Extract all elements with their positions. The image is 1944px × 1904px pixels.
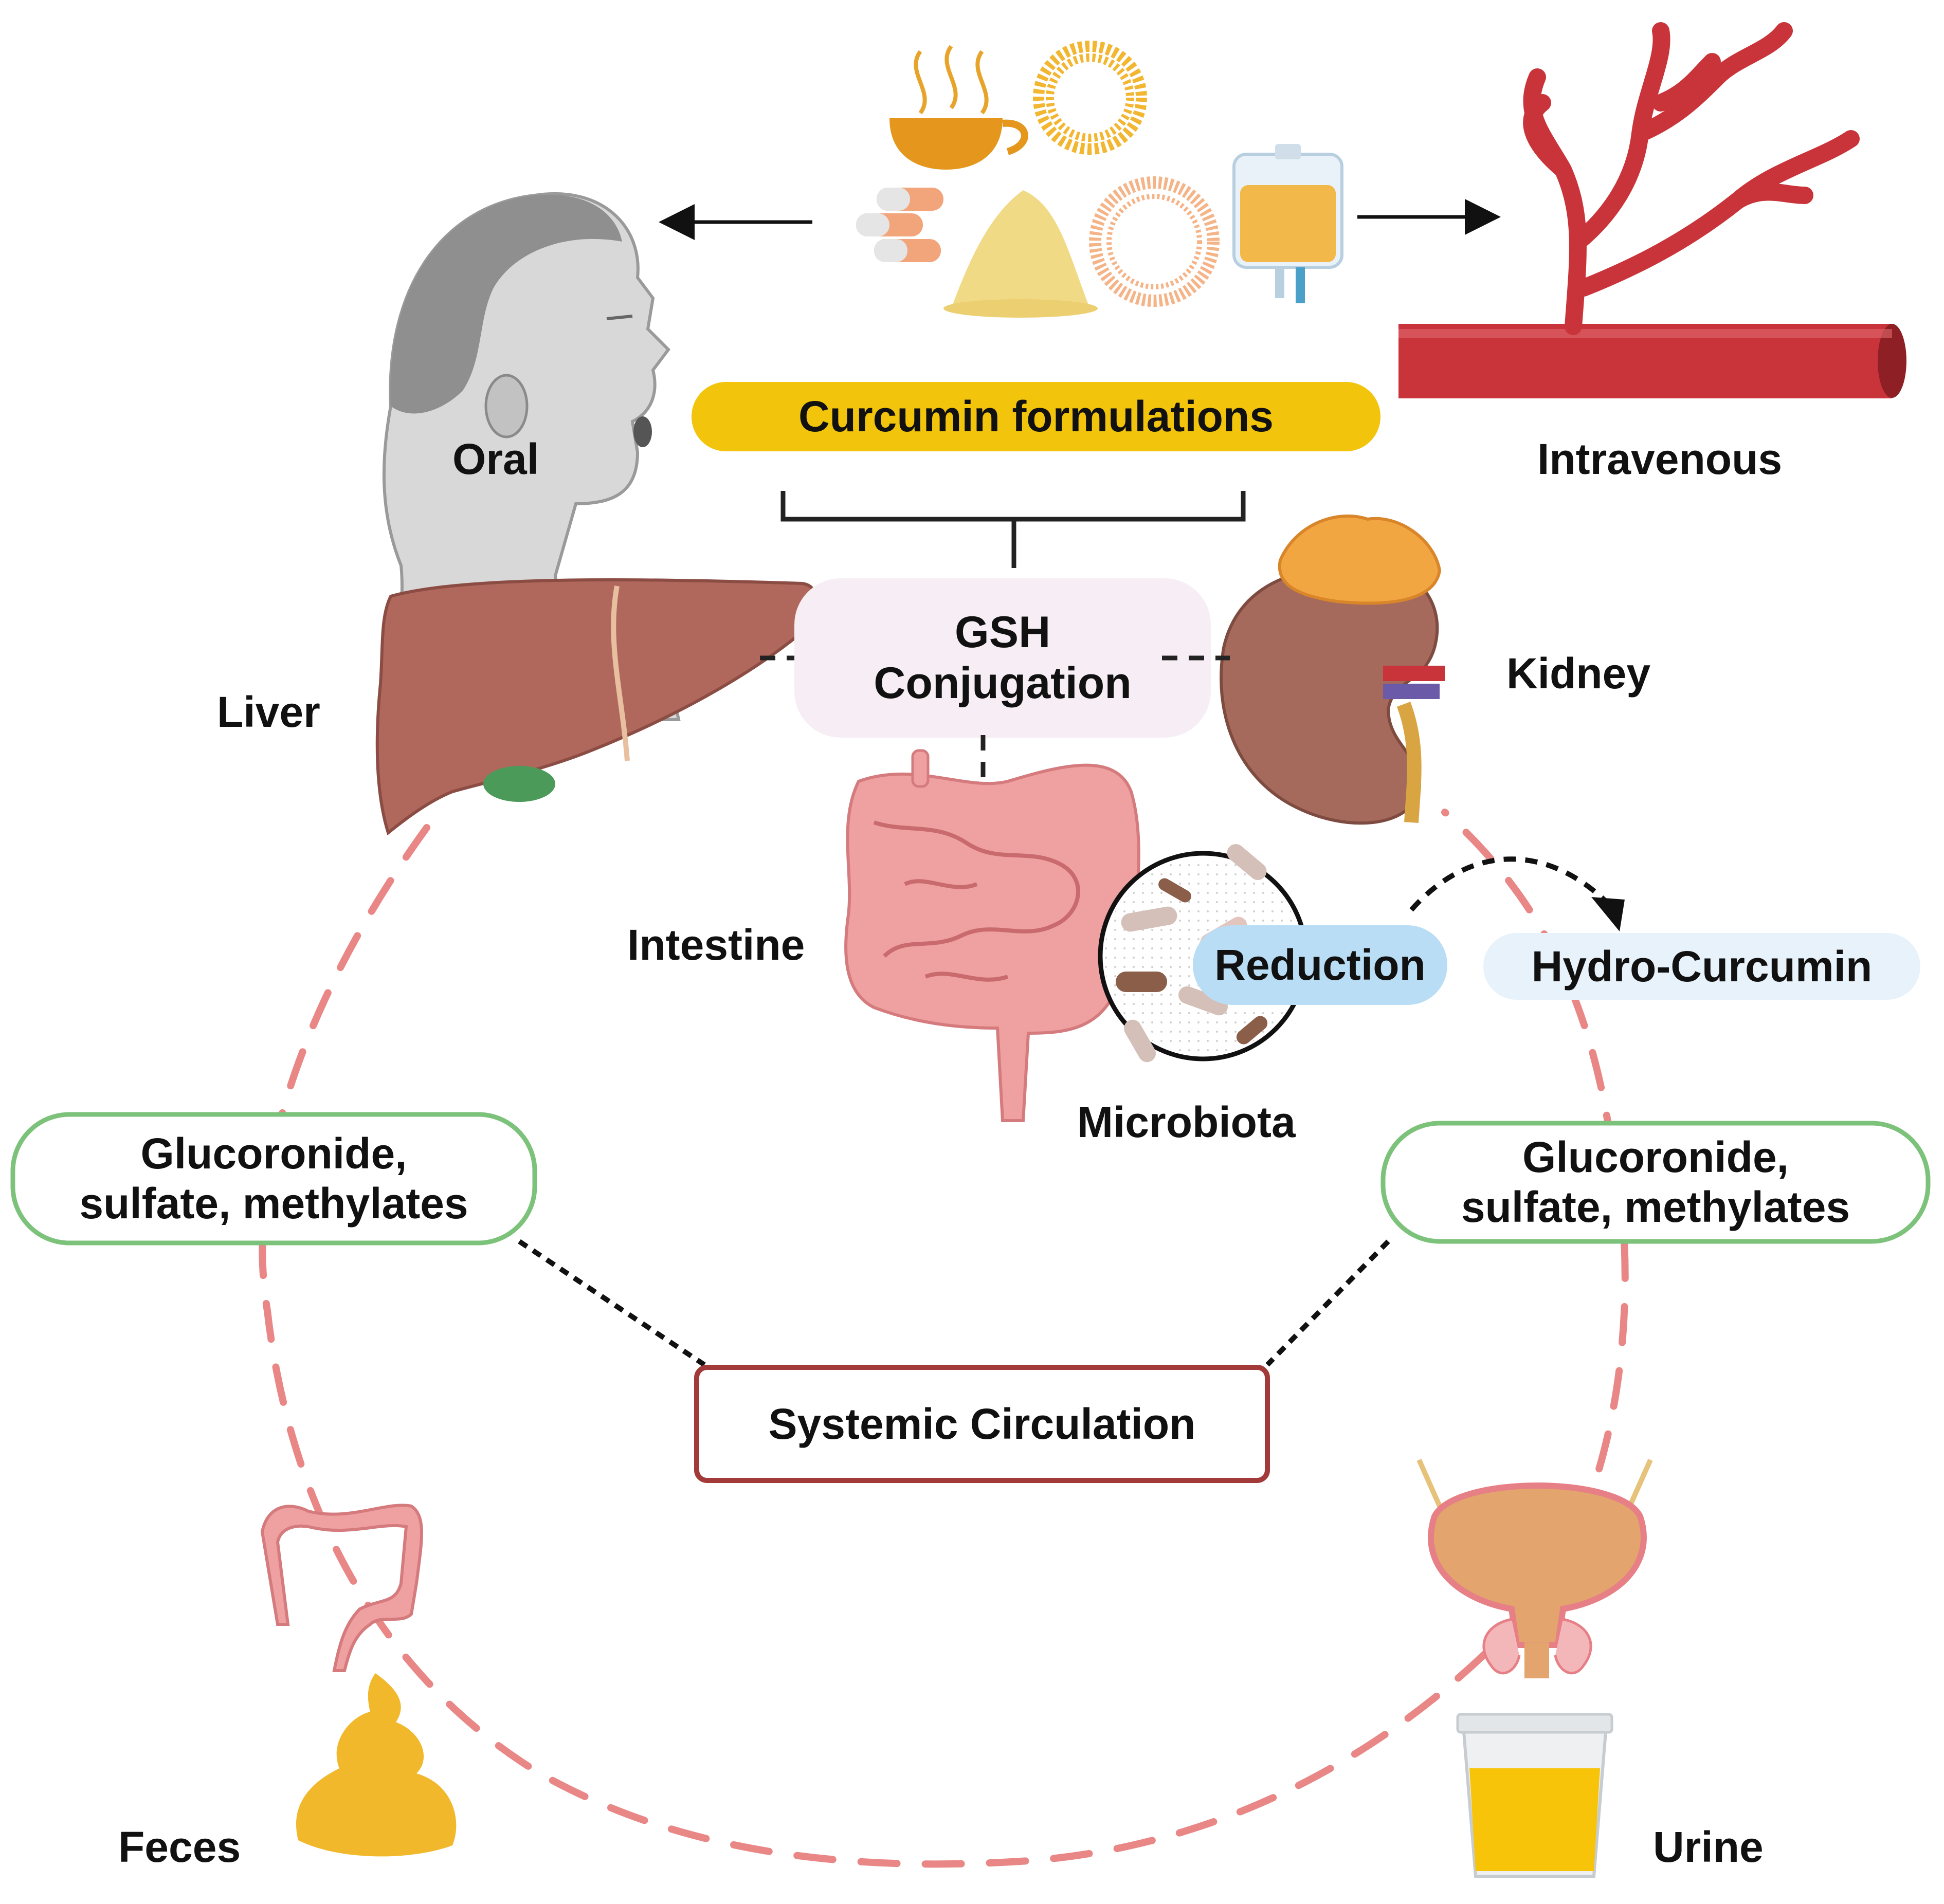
left-metabolites-label: Glucoronide, sulfate, methylates bbox=[13, 1114, 535, 1243]
microbiota-label: Microbiota bbox=[1077, 1098, 1296, 1146]
capsules-icon bbox=[856, 188, 943, 262]
blood-vessel-icon bbox=[1398, 22, 1906, 398]
kidney-icon bbox=[1220, 514, 1445, 825]
kidney-label: Kidney bbox=[1506, 649, 1651, 698]
right-metabolites-line-2: sulfate, methylates bbox=[1461, 1183, 1850, 1231]
liver-label: Liver bbox=[217, 688, 320, 736]
left-metabolites-box bbox=[10, 1112, 537, 1246]
gsh-conjugation-box bbox=[794, 578, 1211, 738]
gsh-conjugation-label: GSH Conjugation bbox=[794, 578, 1211, 738]
systemic-circulation-label: Systemic Circulation bbox=[697, 1367, 1267, 1480]
right-metabolites-box bbox=[1380, 1121, 1931, 1244]
reduction-pill bbox=[1193, 925, 1447, 1005]
vesicle-icon bbox=[1089, 176, 1220, 307]
hydro-curcumin-label: Hydro-Curcumin bbox=[1483, 933, 1920, 1000]
gsh-connectors bbox=[760, 655, 1230, 792]
liver-icon bbox=[375, 578, 817, 836]
feces-label: Feces bbox=[118, 1823, 241, 1871]
left-metabolites-line-1: Glucoronide, bbox=[140, 1129, 407, 1178]
iv-bag-icon bbox=[1232, 144, 1343, 303]
intravenous-label: Intravenous bbox=[1537, 435, 1783, 483]
bladder-icon bbox=[1416, 1458, 1653, 1678]
liposome-icon bbox=[1033, 41, 1147, 155]
cup-icon bbox=[889, 45, 1028, 170]
powder-icon bbox=[943, 190, 1098, 318]
urine-label: Urine bbox=[1653, 1823, 1764, 1871]
systemic-circulation-text: Systemic Circulation bbox=[768, 1399, 1196, 1448]
gsh-line-1: GSH bbox=[954, 608, 1051, 657]
reduction-arrowhead bbox=[1591, 897, 1625, 931]
colon-icon bbox=[260, 1504, 423, 1672]
curcumin-formulations-label: Curcumin formulations bbox=[692, 382, 1380, 451]
systemic-circulation-box bbox=[694, 1365, 1270, 1483]
right-metabolites-label: Glucoronide, sulfate, methylates bbox=[1383, 1123, 1928, 1241]
curcumin-formulations-pill bbox=[692, 382, 1380, 451]
oral-label: Oral bbox=[452, 435, 539, 483]
intestine-icon bbox=[844, 749, 1140, 1122]
curcumin-formulations-text: Curcumin formulations bbox=[798, 392, 1274, 441]
circulation-connectors bbox=[518, 1239, 1390, 1367]
reduction-text: Reduction bbox=[1214, 941, 1426, 990]
right-metabolites-line-1: Glucoronide, bbox=[1522, 1133, 1789, 1182]
feces-icon bbox=[296, 1673, 457, 1857]
formulation-bracket bbox=[780, 491, 1246, 568]
intestine-label: Intestine bbox=[627, 921, 805, 969]
urine-cup-icon bbox=[1456, 1713, 1613, 1878]
reduction-label: Reduction bbox=[1193, 925, 1447, 1005]
left-metabolites-line-2: sulfate, methylates bbox=[79, 1179, 468, 1228]
reduction-arrow bbox=[1409, 856, 1611, 912]
hydro-curcumin-text: Hydro-Curcumin bbox=[1531, 942, 1873, 991]
gsh-line-2: Conjugation bbox=[874, 658, 1132, 708]
hydro-curcumin-pill bbox=[1483, 933, 1920, 1000]
